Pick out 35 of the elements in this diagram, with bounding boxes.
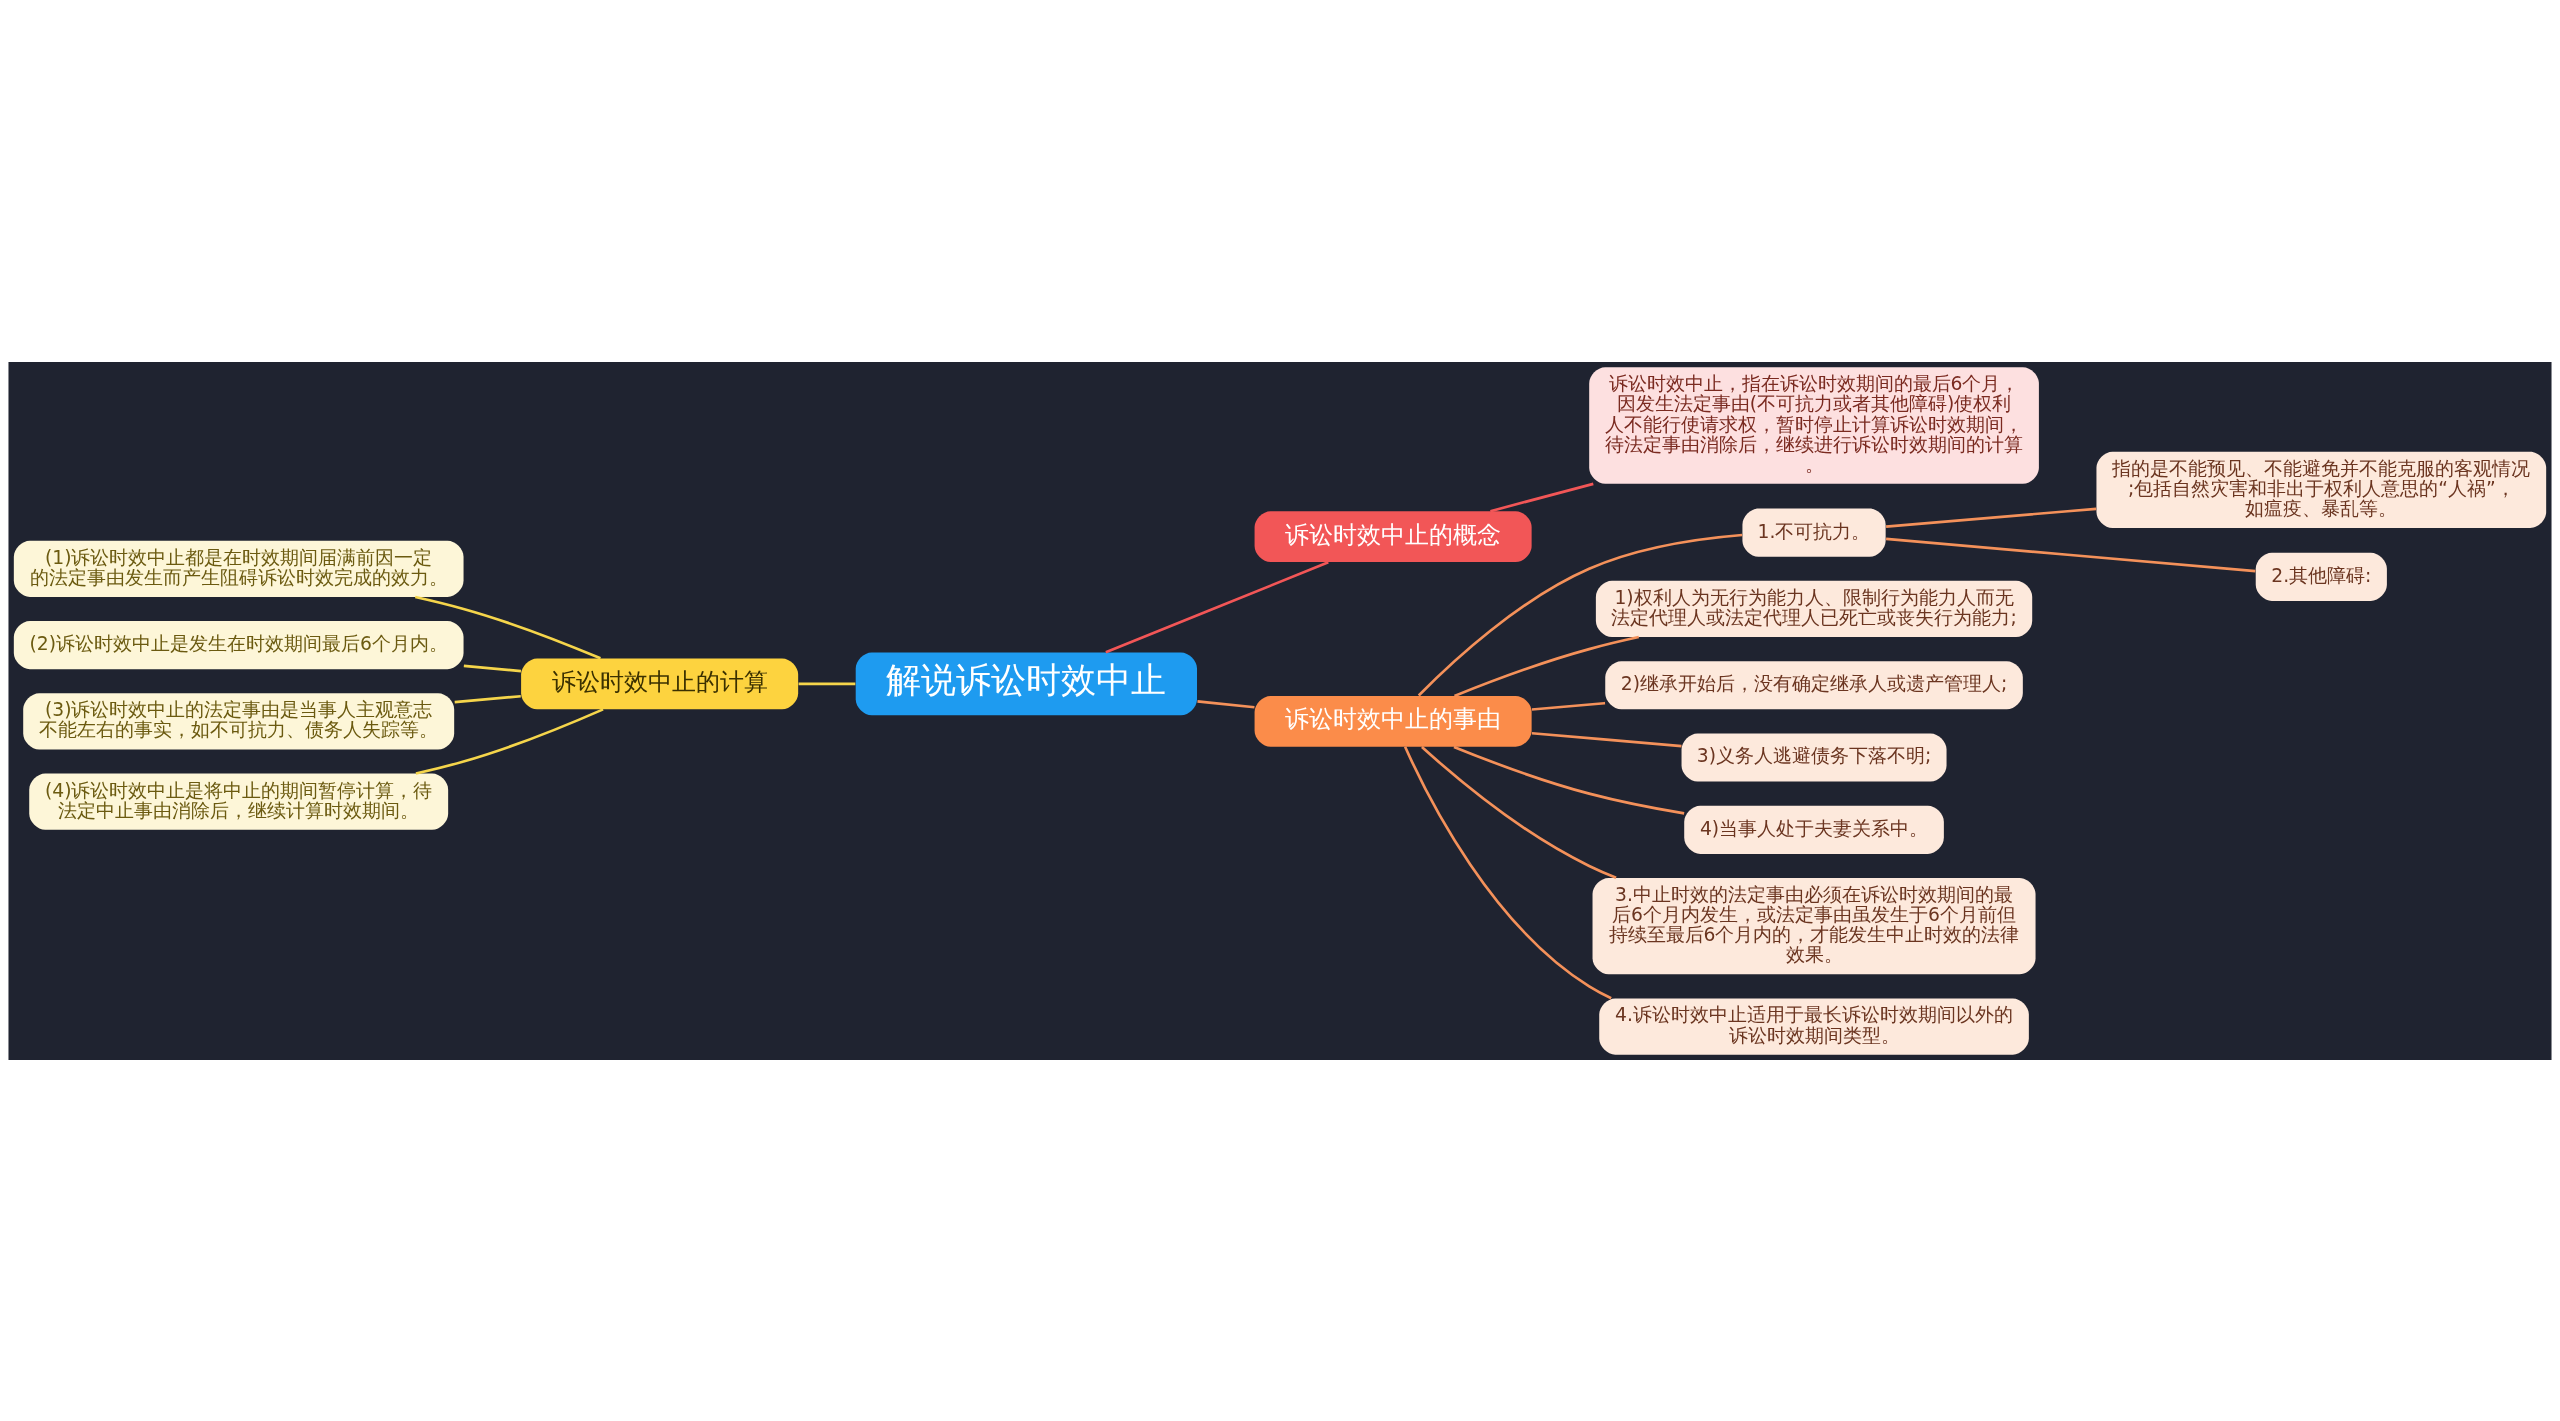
connector (1417, 533, 1743, 696)
connector (414, 595, 601, 660)
node-box: 解说诉讼时效中止 (855, 651, 1197, 715)
node-box: (1)诉讼时效中止都是在时效期间届满前因一定的法定事由发生而产生阻碍诉讼时效完成的效力。 (13, 540, 464, 597)
connector (1885, 506, 2097, 528)
node-box: (3)诉讼时效中止的法定事由是当事人主观意志不能左右的事实，如不可抗力、债务人失踪等。 (23, 692, 455, 749)
node-box: 诉讼时效中止的概念 (1254, 510, 1532, 562)
connector (454, 694, 521, 703)
connector (463, 664, 522, 672)
node-box: (2)诉讼时效中止是发生在时效期间最后6个月内。 (13, 620, 464, 669)
node-box: 3)义务人逃避债务下落不明; (1681, 732, 1947, 782)
node-box: 2)继承开始后，没有确定继承人或遗产管理人; (1605, 660, 2023, 709)
connector (1105, 560, 1329, 654)
node-box: 1)权利人为无行为能力人、限制行为能力人而无法定代理人或法定代理人已死亡或丧失行为能力; (1595, 580, 2033, 637)
connector (1197, 699, 1255, 709)
node-box: 2.其他障碍: (2255, 552, 2387, 601)
connector (415, 707, 604, 775)
node-box: 4.诉讼时效中止适用于最长诉讼时效期间以外的诉讼时效期间类型。 (1599, 997, 2029, 1055)
connector (1531, 731, 1682, 747)
node-box: 诉讼时效中止的计算 (521, 657, 799, 709)
node-box: 3.中止时效的法定事由必须在诉讼时效期间的最后6个月内发生，或法定事由虽发生于6个月前但持续至最后6个月内的，才能发生中止时效的法律效果。 (1592, 877, 2036, 974)
node-box: 指的是不能预见、不能避免并不能克服的客观情况;包括自然灾害和非出于权利人意思的“人祸”，如瘟疫、暴乱等。 (2096, 451, 2547, 528)
node-box: 诉讼时效中止，指在诉讼时效期间的最后6个月，因发生法定事由(不可抗力或者其他障碍)使权利人不能行使请求权，暂时停止计算诉讼时效期间，待法定事由消除后，继续进行诉讼时效期间的计算。 (1589, 366, 2039, 484)
connector (1885, 537, 2256, 572)
node-box: 4)当事人处于夫妻关系中。 (1684, 805, 1944, 854)
node-box: 诉讼时效中止的事由 (1254, 695, 1532, 747)
connector (1421, 745, 1617, 879)
connector (1531, 701, 1606, 711)
connector (1490, 482, 1594, 512)
connector (1403, 745, 1612, 999)
node-box: 1.不可抗力。 (1742, 508, 1886, 557)
connector (798, 682, 856, 685)
node-box: (4)诉讼时效中止是将中止的期间暂停计算，待法定中止事由消除后，继续计算时效期间。 (29, 773, 449, 830)
connector (1453, 745, 1685, 815)
connector (1454, 635, 1640, 697)
